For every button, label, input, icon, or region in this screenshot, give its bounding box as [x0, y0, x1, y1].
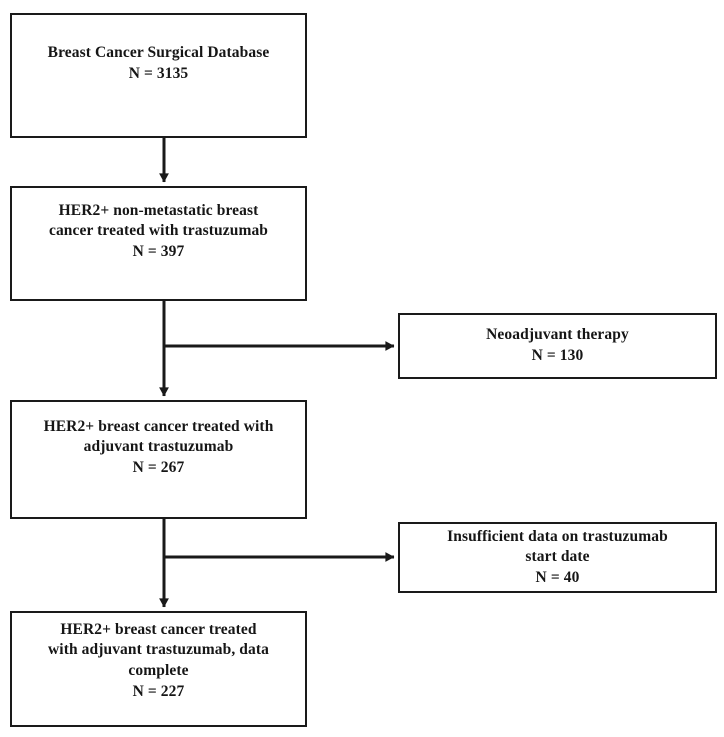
node-her2-nonmetastatic[interactable]: HER2+ non-metastatic breast cancer treat…: [10, 186, 307, 301]
node-neoadjuvant-therapy[interactable]: Neoadjuvant therapy N = 130: [398, 313, 717, 379]
node-insufficient-data[interactable]: Insufficient data on trastuzumab start d…: [398, 522, 717, 593]
node-her2-complete-label: HER2+ breast cancer treated with adjuvan…: [48, 620, 269, 700]
node-neoadjuvant-therapy-label: Neoadjuvant therapy N = 130: [486, 326, 629, 364]
node-her2-nonmetastatic-label: HER2+ non-metastatic breast cancer treat…: [48, 201, 269, 260]
node-database[interactable]: Breast Cancer Surgical Database N = 3135: [10, 13, 307, 138]
node-insufficient-data-label: Insufficient data on trastuzumab start d…: [447, 527, 668, 586]
node-her2-adjuvant[interactable]: HER2+ breast cancer treated with adjuvan…: [10, 400, 307, 519]
node-her2-adjuvant-label: HER2+ breast cancer treated with adjuvan…: [43, 417, 274, 476]
node-her2-complete[interactable]: HER2+ breast cancer treated with adjuvan…: [10, 611, 307, 727]
node-database-label: Breast Cancer Surgical Database N = 3135: [47, 43, 270, 82]
